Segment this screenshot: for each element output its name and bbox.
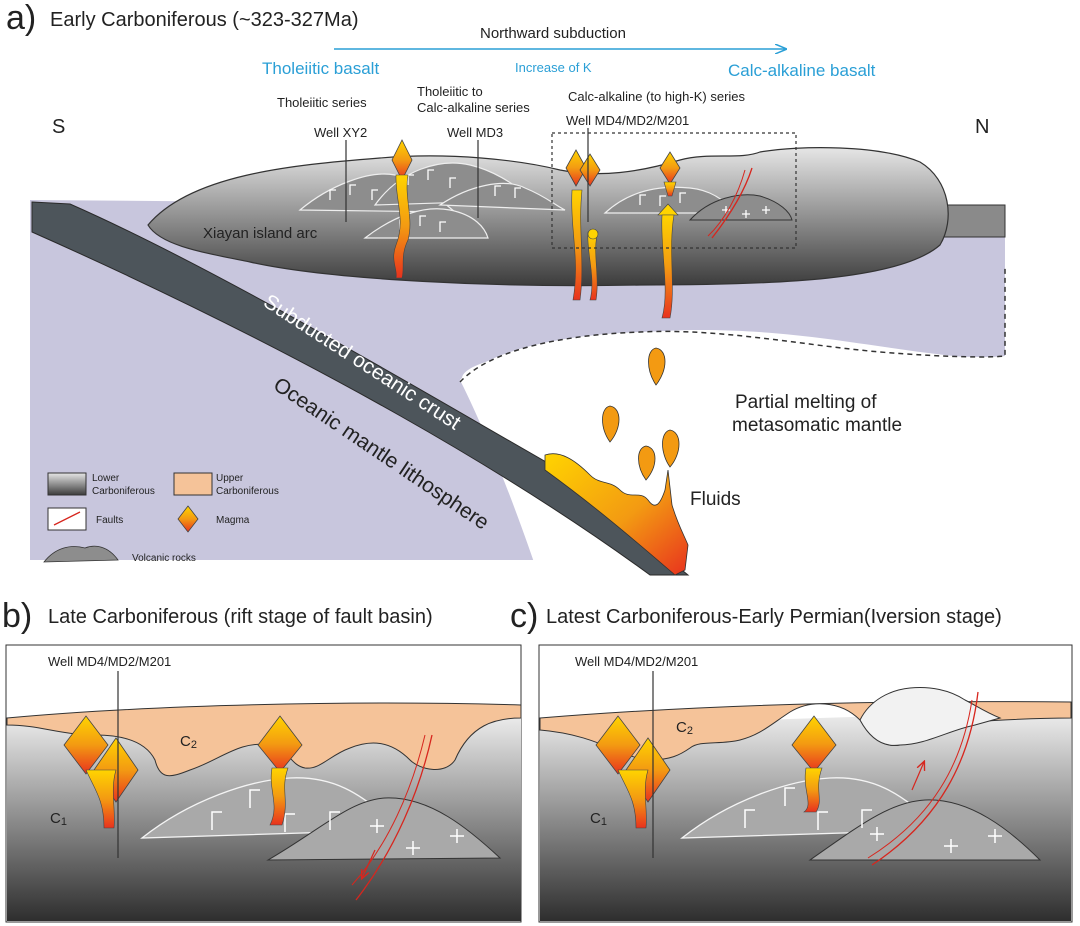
partial-melting-label-1: Partial melting of [735,392,877,413]
legend-upper-swatch [173,472,213,496]
transitional-series-label-2: Calc-alkaline series [417,100,530,115]
fault-a2 [707,169,746,237]
panel-b-c1-label: C1 [50,810,67,828]
tholeiitic-series-label: Tholeiitic series [277,95,367,110]
fault-a [711,167,753,239]
panel-b-volcanic-2 [266,797,502,861]
magma-droplets [602,347,680,481]
panel-c-letter: c) [510,597,538,635]
legend-volcanic-label: Volcanic rocks [132,553,196,564]
panel-b: b) Late Carboniferous (rift stage of fau… [2,597,522,923]
legend-faults-label: Faults [96,515,123,526]
partial-melting-label-2: metasomatic mantle [732,415,902,436]
panel-c-uplift [859,687,1002,746]
panel-b-c2-label: C2 [180,733,197,751]
north-label: N [975,116,989,138]
panel-b-slip-arrow [362,849,376,878]
panel-b-magma [63,715,303,829]
panel-c-magma [595,715,837,829]
calc-alkaline-basalt-label: Calc-alkaline basalt [728,61,876,80]
tholeiitic-basalt-label: Tholeiitic basalt [262,59,379,78]
panel-c-volcanic-symbols [744,787,1002,853]
legend-magma-icon [177,505,199,533]
panel-c-c1-label: C1 [590,810,607,828]
legend-magma-label: Magma [216,515,250,526]
island-arc-label: Xiayan island arc [203,225,318,242]
panel-c-slip-arrow [911,762,924,791]
melting-zone-boundary [459,268,1006,383]
legend: Lower Carboniferous Upper Carboniferous … [43,472,279,564]
xiayan-island-arc [147,146,949,287]
fluids-label: Fluids [690,489,741,510]
south-label: S [52,116,65,138]
panel-b-fault [355,734,433,901]
panel-c-well-label: Well MD4/MD2/M201 [575,654,698,669]
mantle-region [30,200,1005,560]
panel-c-c2-label: C2 [676,719,693,737]
increase-k-label: Increase of K [515,60,592,75]
panel-a: a) Early Carboniferous (~323-327Ma) Nort… [6,0,1006,580]
panel-c-title: Latest Carboniferous-Early Permian(Ivers… [546,606,1002,628]
calc-alkaline-series-label: Calc-alkaline (to high-K) series [568,89,746,104]
legend-lower-label-2: Carboniferous [92,486,155,497]
legend-lower-label-1: Lower [92,473,120,484]
well-md3-label: Well MD3 [447,125,503,140]
panel-c-fault-2 [867,699,973,859]
legend-upper-label-1: Upper [216,473,244,484]
panel-b-letter: b) [2,597,32,635]
panel-c-fault [871,691,979,866]
panel-b-title: Late Carboniferous (rift stage of fault … [48,606,433,628]
detail-box [551,132,797,249]
legend-volcanic-icon [43,545,119,563]
legend-fault-line [53,511,81,526]
panel-b-volcanic-symbols [211,789,464,855]
volcanic-rock-4 [363,208,489,239]
well-md4-label: Well MD4/MD2/M201 [566,113,689,128]
legend-lower-swatch [47,472,87,496]
well-xy2-label: Well XY2 [314,125,367,140]
transitional-series-label-1: Tholeiitic to [417,84,483,99]
panel-b-well-label: Well MD4/MD2/M201 [48,654,171,669]
legend-upper-label-2: Carboniferous [216,486,279,497]
panel-c-volcanic-2 [808,799,1042,861]
subduction-label: Northward subduction [480,25,626,42]
volcanic-rock-3 [438,182,566,211]
panel-c: c) Latest Carboniferous-Early Permian(Iv… [510,597,1073,923]
magma-arc [391,139,681,319]
slab-magma [544,453,689,576]
panel-a-title: Early Carboniferous (~323-327Ma) [50,9,359,31]
panel-a-letter: a) [6,0,36,37]
melting-zone [460,331,1005,580]
subducted-oceanic-crust [31,201,690,576]
